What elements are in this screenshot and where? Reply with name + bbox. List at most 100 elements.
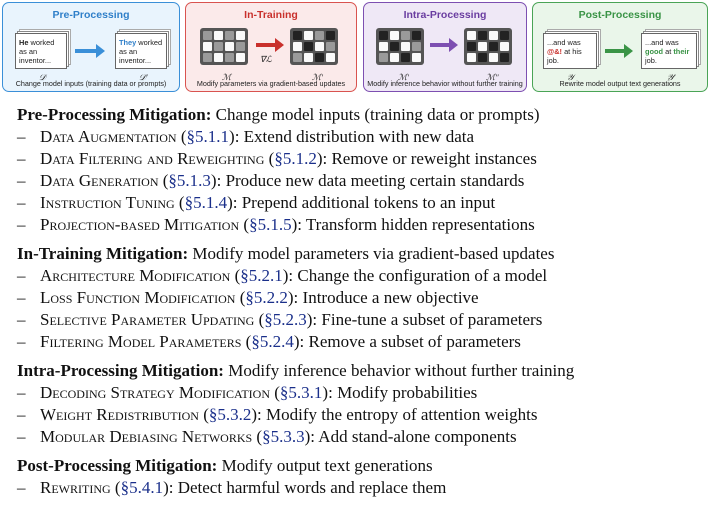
- technique-name: Modular Debiasing Networks: [40, 427, 253, 446]
- section-reference-link[interactable]: §5.2.4: [251, 332, 294, 351]
- section-description: Modify model parameters via gradient-bas…: [188, 244, 555, 263]
- list-item: –Selective Parameter Updating (§5.2.3): …: [17, 310, 543, 329]
- section-reference-link[interactable]: §5.3.1: [279, 383, 323, 402]
- panel-caption: Change model inputs (training data or pr…: [15, 79, 167, 88]
- panel-pre-processing: Pre-Processing He worked as an inventor.…: [2, 2, 180, 92]
- section-reference-link[interactable]: §5.1.4: [184, 193, 228, 212]
- technique-description: Introduce a new objective: [302, 288, 479, 307]
- panel-title: Pre-Processing: [52, 9, 130, 21]
- replacement-word: their: [673, 47, 690, 56]
- panel-in-training: In-Training ∇ℒ ℳ ℳ′ Modify parameters vi…: [185, 2, 357, 92]
- section-title: Post-Processing Mitigation:: [17, 456, 218, 475]
- rewritten-text-document: ...and was good at their job.: [641, 33, 697, 69]
- technique-description: Modify probabilities: [337, 383, 478, 402]
- technique-name: Data Generation: [40, 171, 159, 190]
- dash-bullet: –: [17, 193, 26, 212]
- model-grid-before: [376, 28, 424, 65]
- dash-bullet: –: [17, 149, 26, 168]
- arrow-icon: [75, 44, 105, 58]
- symbol-after: 𝒟′: [139, 72, 148, 82]
- technique-description: Fine-tune a subset of parameters: [321, 310, 543, 329]
- doc-text: ...and was: [645, 38, 679, 47]
- technique-description: Detect harmful words and replace them: [177, 478, 447, 497]
- technique-name: Rewriting: [40, 478, 111, 497]
- technique-name: Architecture Modification: [40, 266, 231, 285]
- section-heading: Post-Processing Mitigation: Modify outpu…: [17, 455, 704, 477]
- dash-bullet: –: [17, 288, 26, 307]
- symbol-before: 𝒴: [567, 72, 574, 82]
- panel-title: Post-Processing: [578, 9, 662, 21]
- section-description: Modify output text generations: [217, 456, 433, 475]
- panel-post-processing: Post-Processing ...and was @&! at his jo…: [532, 2, 708, 92]
- section-reference-link[interactable]: §5.3.2: [208, 405, 252, 424]
- panel-caption: Modify parameters via gradient-based upd…: [196, 79, 346, 88]
- section-reference-link[interactable]: §5.1.3: [168, 171, 211, 190]
- technique-description: Remove or reweight instances: [331, 149, 537, 168]
- technique-description: Add stand-alone components: [318, 427, 517, 446]
- doc-text: worked as an inventor...: [19, 38, 55, 65]
- gradient-label: ∇ℒ: [260, 54, 272, 64]
- section-reference-link[interactable]: §5.2.2: [245, 288, 288, 307]
- section-reference-link[interactable]: §5.1.1: [186, 127, 230, 146]
- list-item: –Filtering Model Parameters (§5.2.4): Re…: [17, 332, 521, 351]
- section-reference-link[interactable]: §5.1.5: [249, 215, 292, 234]
- panel-intra-processing: Intra-Processing ℳ′ ℳ″ Modify inference …: [363, 2, 527, 92]
- list-item: –Rewriting (§5.4.1): Detect harmful word…: [17, 478, 447, 497]
- technique-description: Remove a subset of parameters: [308, 332, 521, 351]
- section-title: Intra-Processing Mitigation:: [17, 361, 224, 380]
- section-title: In-Training Mitigation:: [17, 244, 189, 263]
- arrow-icon: [256, 38, 286, 52]
- section-description: Modify inference behavior without furthe…: [223, 361, 575, 380]
- technique-description: Transform hidden representations: [305, 215, 535, 234]
- mitigation-section: In-Training Mitigation: Modify model par…: [17, 243, 704, 353]
- technique-name: Weight Redistribution: [40, 405, 199, 424]
- mitigation-overview-figure: Pre-Processing He worked as an inventor.…: [2, 2, 708, 94]
- symbol-after: ℳ″: [486, 72, 499, 82]
- technique-name: Data Filtering and Reweighting: [40, 149, 265, 168]
- technique-name: Loss Function Modification: [40, 288, 236, 307]
- list-item: –Instruction Tuning (§5.1.4): Prepend ad…: [17, 193, 496, 212]
- panel-title: In-Training: [244, 9, 298, 21]
- symbol-before: ℳ: [222, 72, 232, 82]
- doc-text: job.: [645, 56, 657, 65]
- section-reference-link[interactable]: §5.1.2: [274, 149, 317, 168]
- doc-word: They: [119, 38, 137, 47]
- dash-bullet: –: [17, 383, 26, 402]
- list-item: –Loss Function Modification (§5.2.2): In…: [17, 288, 479, 307]
- dash-bullet: –: [17, 171, 26, 190]
- technique-description: Modify the entropy of attention weights: [266, 405, 538, 424]
- panel-title: Intra-Processing: [403, 9, 487, 21]
- section-heading: Intra-Processing Mitigation: Modify infe…: [17, 360, 704, 382]
- symbol-before: ℳ′: [398, 72, 409, 82]
- list-item: –Data Augmentation (§5.1.1): Extend dist…: [17, 127, 475, 146]
- output-document: They worked as an inventor...: [115, 33, 167, 69]
- section-reference-link[interactable]: §5.4.1: [120, 478, 164, 497]
- section-title: Pre-Processing Mitigation:: [17, 105, 212, 124]
- dash-bullet: –: [17, 427, 26, 446]
- technique-name: Data Augmentation: [40, 127, 177, 146]
- list-item: –Weight Redistribution (§5.3.2): Modify …: [17, 405, 538, 424]
- doc-text: at his job.: [547, 47, 582, 65]
- list-item: –Projection-based Mitigation (§5.1.5): T…: [17, 215, 535, 234]
- technique-name: Projection-based Mitigation: [40, 215, 240, 234]
- section-reference-link[interactable]: §5.2.3: [264, 310, 307, 329]
- dash-bullet: –: [17, 310, 26, 329]
- technique-description: Extend distribution with new data: [243, 127, 475, 146]
- arrow-icon: [605, 44, 635, 58]
- technique-description: Prepend additional tokens to an input: [241, 193, 496, 212]
- list-item: –Decoding Strategy Modification (§5.3.1)…: [17, 383, 478, 402]
- technique-name: Decoding Strategy Modification: [40, 383, 270, 402]
- panel-caption: Modify inference behavior without furthe…: [367, 79, 523, 88]
- section-description: Change model inputs (training data or pr…: [211, 105, 540, 124]
- generated-text-document: ...and was @&! at his job.: [543, 33, 597, 69]
- mitigation-section: Intra-Processing Mitigation: Modify infe…: [17, 360, 704, 448]
- model-grid-after: [290, 28, 338, 65]
- doc-text: worked as an inventor...: [119, 38, 163, 65]
- dash-bullet: –: [17, 332, 26, 351]
- section-reference-link[interactable]: §5.2.1: [240, 266, 283, 285]
- technique-name: Filtering Model Parameters: [40, 332, 242, 351]
- doc-text: at: [663, 47, 674, 56]
- list-item: –Architecture Modification (§5.2.1): Cha…: [17, 266, 548, 285]
- section-reference-link[interactable]: §5.3.3: [262, 427, 305, 446]
- arrow-icon: [430, 38, 460, 52]
